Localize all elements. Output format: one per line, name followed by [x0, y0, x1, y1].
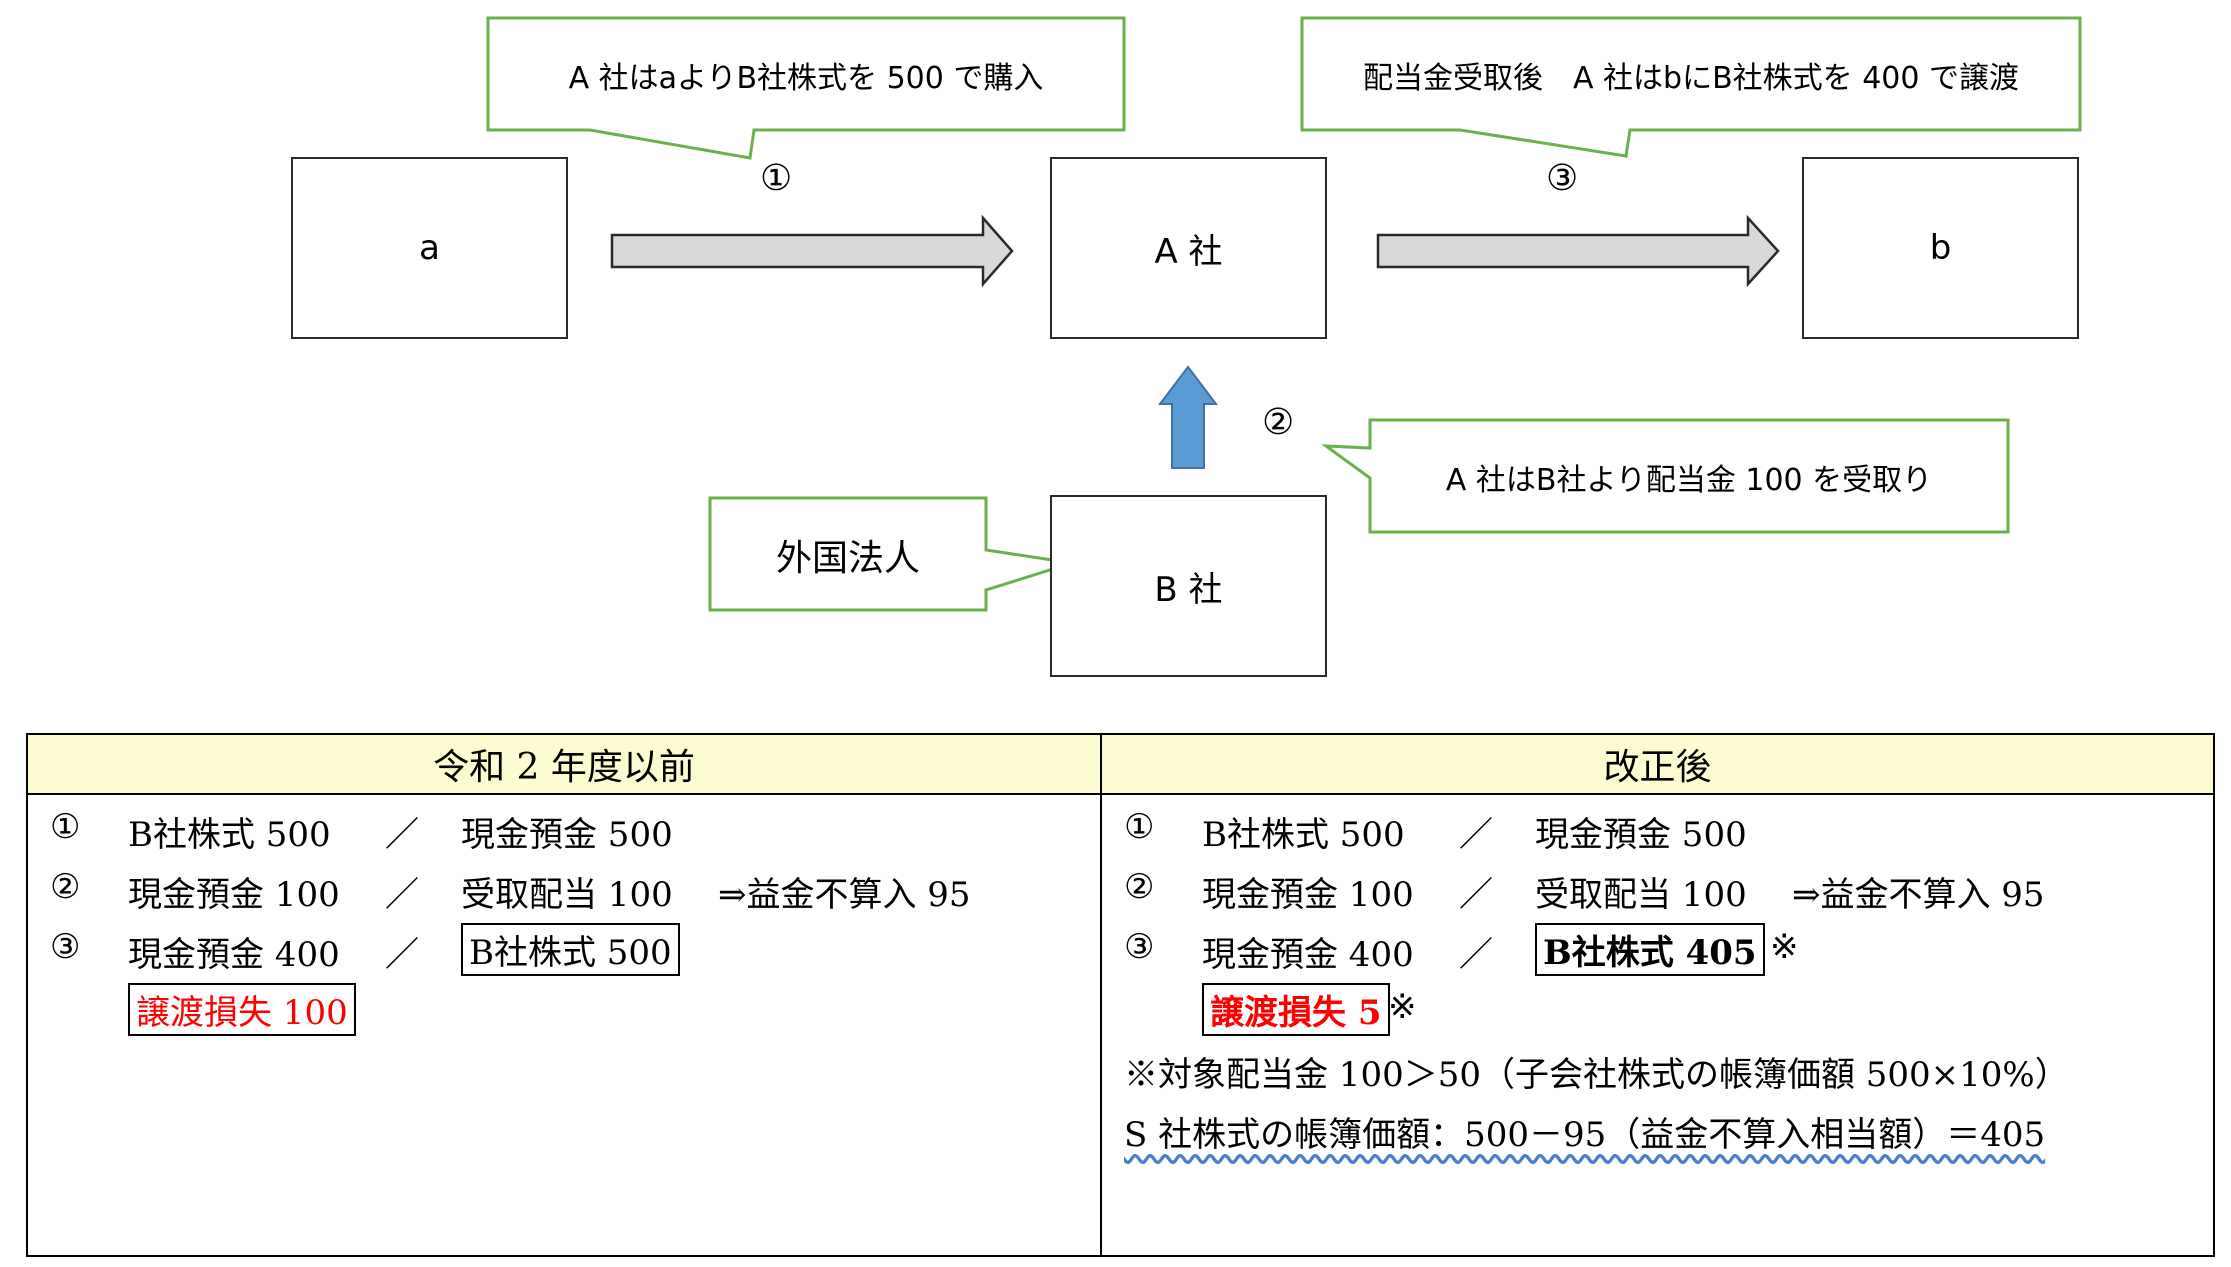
- row-debit: B社株式 500: [128, 815, 331, 855]
- row-credit-framed: B社株式 500: [461, 923, 680, 976]
- header-right-label: 改正後: [1603, 747, 1712, 788]
- arrow-bsha-to-asha: [1157, 365, 1219, 469]
- right-note-2: S 社株式の帳簿価額：500－95（益金不算入相当額）＝405: [1124, 1115, 2046, 1155]
- step3-marker: ③: [1546, 158, 1579, 199]
- left-loss: 譲渡損失 100: [128, 983, 356, 1036]
- callout-step2-text: A 社はB社より配当金 100 を受取り: [1445, 463, 1933, 498]
- row-note: ⇒益金不算入 95: [1792, 875, 2045, 915]
- node-b: b: [1802, 157, 2079, 339]
- node-a-sha-label: A 社: [1154, 231, 1223, 272]
- row-slash: ／: [1459, 935, 1493, 975]
- callout-step3-bubble: [1300, 16, 2082, 158]
- right-loss: 譲渡損失 5: [1202, 983, 1390, 1036]
- row-credit: 受取配当 100: [461, 875, 673, 915]
- row-slash: ／: [385, 815, 419, 855]
- row-slash: ／: [1459, 815, 1493, 855]
- row-num: ③: [1124, 927, 1155, 967]
- step1-marker: ①: [760, 158, 793, 199]
- row-debit: 現金預金 100: [1202, 875, 1414, 915]
- node-a-label: a: [419, 228, 440, 268]
- row-credit: 受取配当 100: [1535, 875, 1747, 915]
- row-num: ①: [50, 807, 81, 847]
- callout-step3-text: 配当金受取後 A 社はbにB社株式を 400 で譲渡: [1362, 61, 2019, 96]
- arrow-asha-to-b: [1376, 214, 1780, 288]
- table-divider: [1100, 735, 1102, 1255]
- callout-foreign-text: 外国法人: [775, 538, 920, 579]
- row-num: ①: [1124, 807, 1155, 847]
- table-header-right: 改正後: [1102, 735, 2213, 795]
- row-slash: ／: [385, 935, 419, 975]
- callout-step2-bubble: [1321, 418, 2010, 534]
- row-num: ②: [1124, 867, 1155, 907]
- right-loss-mark: ※: [1388, 987, 1417, 1027]
- node-a: a: [291, 157, 568, 339]
- header-left-label: 令和 2 年度以前: [433, 747, 695, 788]
- step2-marker: ②: [1262, 402, 1295, 443]
- row-debit: B社株式 500: [1202, 815, 1405, 855]
- node-b-sha: B 社: [1050, 495, 1327, 677]
- node-b-label: b: [1929, 228, 1952, 268]
- node-a-sha: A 社: [1050, 157, 1327, 339]
- callout-step1-bubble: [486, 16, 1126, 160]
- row-slash: ／: [385, 875, 419, 915]
- row-credit: 現金預金 500: [1535, 815, 1747, 855]
- arrow-a-to-asha: [610, 214, 1014, 288]
- row-debit: 現金預金 400: [128, 935, 340, 975]
- row-credit-framed: B社株式 405: [1535, 923, 1765, 976]
- right-note-1: ※対象配当金 100＞50（子会社株式の帳簿価額 500×10%）: [1124, 1055, 2069, 1095]
- row-num: ③: [50, 927, 81, 967]
- callout-step1-text: A 社はaよりB社株式を 500 で購入: [568, 61, 1044, 96]
- row-credit-mark: ※: [1770, 927, 1799, 967]
- row-slash: ／: [1459, 875, 1493, 915]
- callout-foreign-bubble: [708, 496, 1073, 612]
- row-note: ⇒益金不算入 95: [718, 875, 971, 915]
- row-num: ②: [50, 867, 81, 907]
- row-debit: 現金預金 100: [128, 875, 340, 915]
- node-b-sha-label: B 社: [1154, 569, 1223, 610]
- diagram-canvas: [486, 16, 2082, 612]
- journal-table: 令和 2 年度以前 改正後 ① B社株式 500 ／ 現金預金 500 ② 現金…: [26, 733, 2215, 1257]
- row-credit: 現金預金 500: [461, 815, 673, 855]
- table-header-left: 令和 2 年度以前: [28, 735, 1100, 795]
- row-debit: 現金預金 400: [1202, 935, 1414, 975]
